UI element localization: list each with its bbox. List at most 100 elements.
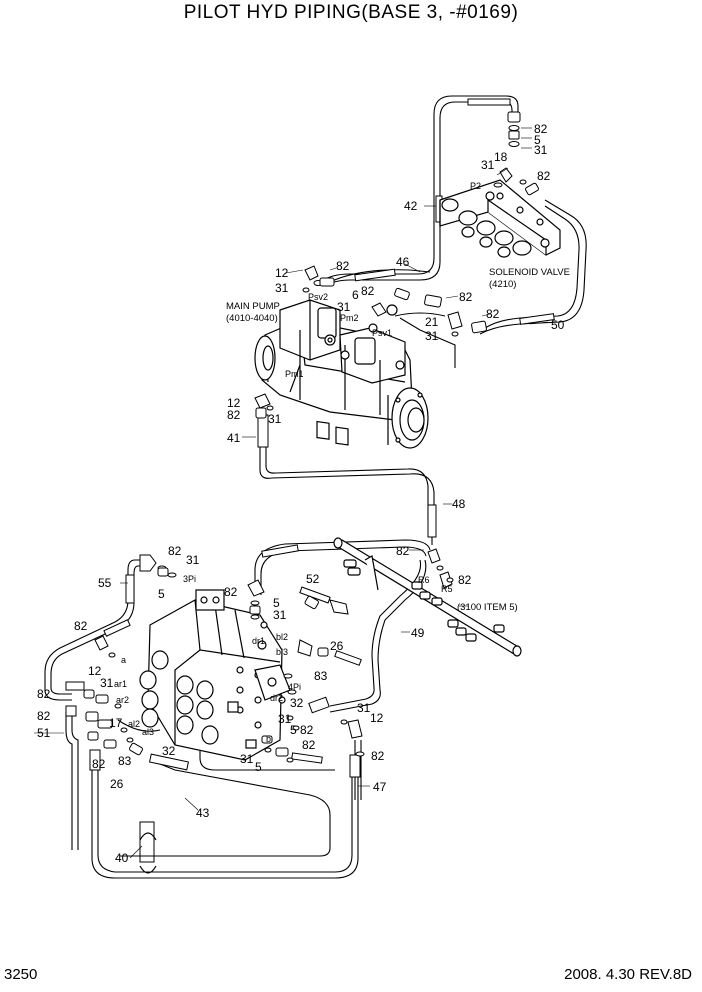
port-labels: Psv2 Pm2 Psv1 Pm1 P2 3Pi dr1 bl2 bl3 4Pi… (114, 181, 481, 744)
callout: 50 (551, 318, 565, 332)
callout: 82 (458, 573, 472, 587)
port-label: Pm1 (285, 369, 304, 379)
callout: 31 (481, 158, 495, 172)
callout-numbers: 82 5 31 18 31 82 42 12 82 46 31 6 82 31 … (37, 122, 565, 865)
callout: 82 (534, 122, 548, 136)
callout: 31 (268, 412, 282, 426)
callout: 21 (425, 315, 439, 329)
callout: 82 (361, 284, 375, 298)
callout: 51 (37, 726, 51, 740)
port-label: bl2 (276, 632, 288, 642)
callout: 83 (118, 754, 132, 768)
callout: 40 (115, 851, 129, 865)
solenoid-valve (439, 179, 561, 258)
callout: 17 (109, 716, 123, 730)
callout: 31 (100, 676, 114, 690)
port-label: R6 (418, 575, 430, 585)
port-label: R5 (441, 584, 453, 594)
main-pump-label: MAIN PUMP (226, 301, 280, 312)
callout: 82 (227, 408, 241, 422)
port-label: al2 (128, 719, 140, 729)
port-label: P2 (470, 181, 481, 191)
valve-spool-caps (139, 650, 219, 745)
port-label: bl3 (276, 647, 288, 657)
callout: 31 (275, 281, 289, 295)
manifold-pipe (333, 537, 522, 657)
main-pump (254, 299, 429, 449)
callout: 5 (158, 587, 165, 601)
callout: 26 (110, 777, 124, 791)
port-label: ar2 (116, 695, 129, 705)
port-label: ar1 (114, 679, 127, 689)
callout: 5 (534, 133, 541, 147)
solenoid-valve-label: SOLENOID VALVE (489, 267, 570, 278)
callout: 42 (404, 199, 418, 213)
callout: 82 (486, 307, 500, 321)
port-label: Pm2 (340, 313, 359, 323)
callout: 82 (300, 723, 314, 737)
port-label: al3 (142, 727, 154, 737)
callout: 5 (255, 760, 262, 774)
valve-fittings-left (83, 554, 177, 756)
callout: 82 (168, 544, 182, 558)
main-control-valve (139, 589, 291, 761)
callout: 12 (88, 664, 102, 678)
callout: 31 (273, 608, 287, 622)
callout: 82 (396, 544, 410, 558)
callout: 82 (459, 290, 473, 304)
port-label: 3Pi (183, 574, 196, 584)
callout: 31 (337, 300, 351, 314)
callout: 46 (396, 255, 410, 269)
callout: 18 (494, 150, 508, 164)
leader-lines (34, 127, 549, 859)
callout: 43 (196, 806, 210, 820)
callout: 31 (357, 701, 371, 715)
port-label: Psv1 (372, 328, 392, 338)
callout: 6 (352, 288, 359, 302)
callout: 5 (290, 723, 297, 737)
manifold-elbow (427, 548, 454, 589)
main-pump-code: (4010-4040) (226, 313, 278, 324)
callout: 41 (227, 431, 241, 445)
callout: 12 (227, 396, 241, 410)
callout: 82 (37, 687, 51, 701)
port-label: a (121, 655, 126, 665)
callout: 12 (370, 711, 384, 725)
port-label: Psv2 (308, 292, 328, 302)
callout: 52 (306, 572, 320, 586)
page-number: 3250 (4, 966, 38, 983)
callout: 47 (373, 780, 387, 794)
pump-fittings (254, 265, 487, 419)
callout: 31 (425, 329, 439, 343)
item-ref-label: (3100 ITEM 5) (457, 602, 518, 613)
callout: 83 (314, 669, 328, 683)
callout: 82 (92, 757, 106, 771)
callout: 55 (98, 576, 112, 590)
callout: 82 (74, 619, 88, 633)
callout: 31 (278, 712, 292, 726)
solenoid-coils (441, 198, 532, 258)
revision-date: 2008. 4.30 REV.8D (564, 966, 692, 983)
callout: 82 (336, 259, 350, 273)
callout: 48 (452, 497, 466, 511)
callout: 82 (224, 585, 238, 599)
page-title: PILOT HYD PIPING(BASE 3, -#0169) (183, 2, 519, 23)
callout: 82 (37, 709, 51, 723)
callout: 31 (186, 553, 200, 567)
manifold-fittings (343, 559, 505, 642)
callout: 82 (302, 738, 316, 752)
callout: 32 (290, 696, 304, 710)
callout: 82 (537, 169, 551, 183)
callout: 31 (534, 143, 548, 157)
callout: 26 (330, 639, 344, 653)
callout: 5 (273, 596, 280, 610)
callout: 49 (411, 626, 425, 640)
hose-clamp (139, 832, 157, 874)
port-label: b (266, 734, 271, 744)
callout: 12 (275, 266, 289, 280)
hose-braid-sections (65, 98, 555, 863)
port-label: dr2 (270, 693, 283, 703)
port-label: dr1 (252, 636, 265, 646)
valve-fittings-right (247, 579, 365, 763)
